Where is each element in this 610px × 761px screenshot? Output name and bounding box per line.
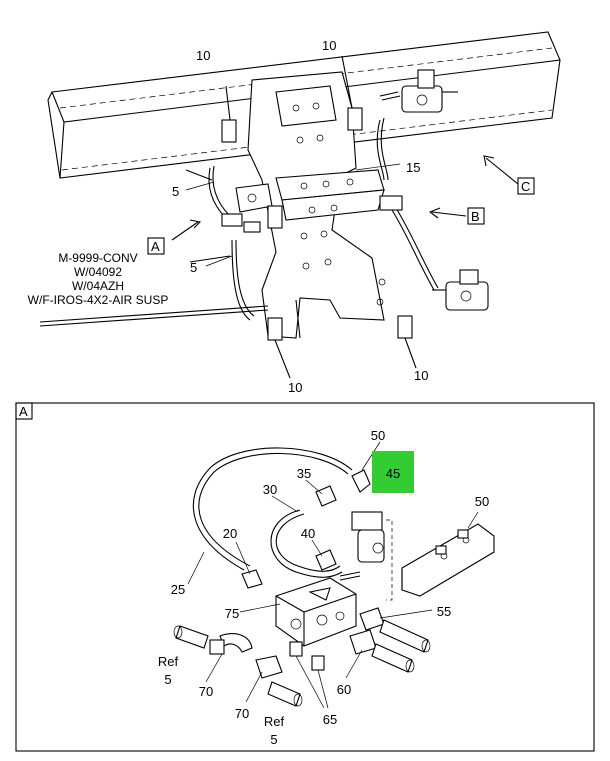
- tube-end-lower-left: [267, 681, 303, 707]
- elbow-fitting-40: [315, 549, 337, 571]
- note-line-2: W/04092: [74, 265, 122, 279]
- valve-body: [275, 577, 357, 647]
- ref-number-left: 5: [164, 672, 171, 687]
- callout-30: 30: [263, 482, 277, 497]
- nut-20: [241, 569, 263, 589]
- callout-35: 35: [297, 466, 311, 481]
- fitting-55: [359, 607, 385, 631]
- callout-45: 45: [386, 466, 400, 481]
- air-lines: [39, 91, 439, 327]
- mounting-bracket: [401, 523, 495, 597]
- mounting-plate: [275, 169, 385, 221]
- callout-5-a: 5: [172, 184, 179, 199]
- callout-65: 65: [323, 712, 337, 727]
- note-line-3: W/04AZH: [72, 279, 124, 293]
- view-tag-b-label: B: [471, 209, 480, 224]
- height-control-valve-upper: [401, 69, 458, 113]
- view-tag-c-label: C: [521, 179, 530, 194]
- callout-5-b: 5: [190, 260, 197, 275]
- detail-frame: [15, 402, 595, 752]
- detail-air-tubes: [192, 447, 361, 581]
- callout-60: 60: [337, 682, 351, 697]
- note-line-4: W/F-IROS-4X2-AIR SUSP: [28, 293, 169, 307]
- callout-75: 75: [225, 606, 239, 621]
- top-assembly-view: 10 10 10 10 15 5 5 A B C M-9999-CONV W/0…: [28, 31, 561, 395]
- leveling-valve: [221, 183, 283, 233]
- callout-70-left: 70: [199, 684, 213, 699]
- callout-20: 20: [223, 526, 237, 541]
- view-tag-b: B: [467, 207, 485, 225]
- callout-10-a: 10: [196, 48, 210, 63]
- clip-brackets: [221, 55, 417, 379]
- detail-tag-box: [15, 402, 33, 420]
- callout-10-b: 10: [322, 38, 336, 53]
- callout-50-right: 50: [475, 494, 489, 509]
- view-tag-c: C: [517, 177, 535, 195]
- note-line-1: M-9999-CONV: [58, 251, 137, 265]
- callout-25: 25: [171, 582, 185, 597]
- elbow-fitting-50: [351, 469, 371, 493]
- height-control-valve-lower: [432, 269, 489, 311]
- callout-55: 55: [437, 604, 451, 619]
- elbow-fitting-70-upper: [209, 633, 253, 655]
- tube-end-upper-left: [173, 625, 209, 649]
- view-tag-a-label: A: [151, 239, 160, 254]
- ref-label-bottom: Ref: [264, 714, 285, 729]
- callout-40: 40: [301, 526, 315, 541]
- fitting-60: [349, 629, 377, 655]
- detail-tag: A: [19, 404, 28, 419]
- elbow-fitting-70-lower: [255, 655, 283, 679]
- callout-15: 15: [406, 160, 420, 175]
- right-fitting: [379, 195, 403, 211]
- configuration-note: M-9999-CONV W/04092 W/04AZH W/F-IROS-4X2…: [28, 251, 169, 307]
- ref-number-bottom: 5: [270, 732, 277, 747]
- highlight-45-box: [372, 451, 414, 493]
- callout-10-c: 10: [288, 380, 302, 395]
- tube-end-right-upper: [379, 619, 431, 653]
- elbow-fitting-35: [315, 485, 337, 507]
- tube-end-right-lower: [371, 643, 415, 673]
- plugs-65: [289, 641, 325, 671]
- solenoid-valve: [351, 511, 393, 601]
- detail-view-a: A: [15, 402, 595, 752]
- ref-label-left: Ref: [158, 654, 179, 669]
- callout-10-d: 10: [414, 368, 428, 383]
- callout-50-top: 50: [371, 428, 385, 443]
- callout-70-bottom: 70: [235, 706, 249, 721]
- view-tag-a: A: [147, 237, 165, 255]
